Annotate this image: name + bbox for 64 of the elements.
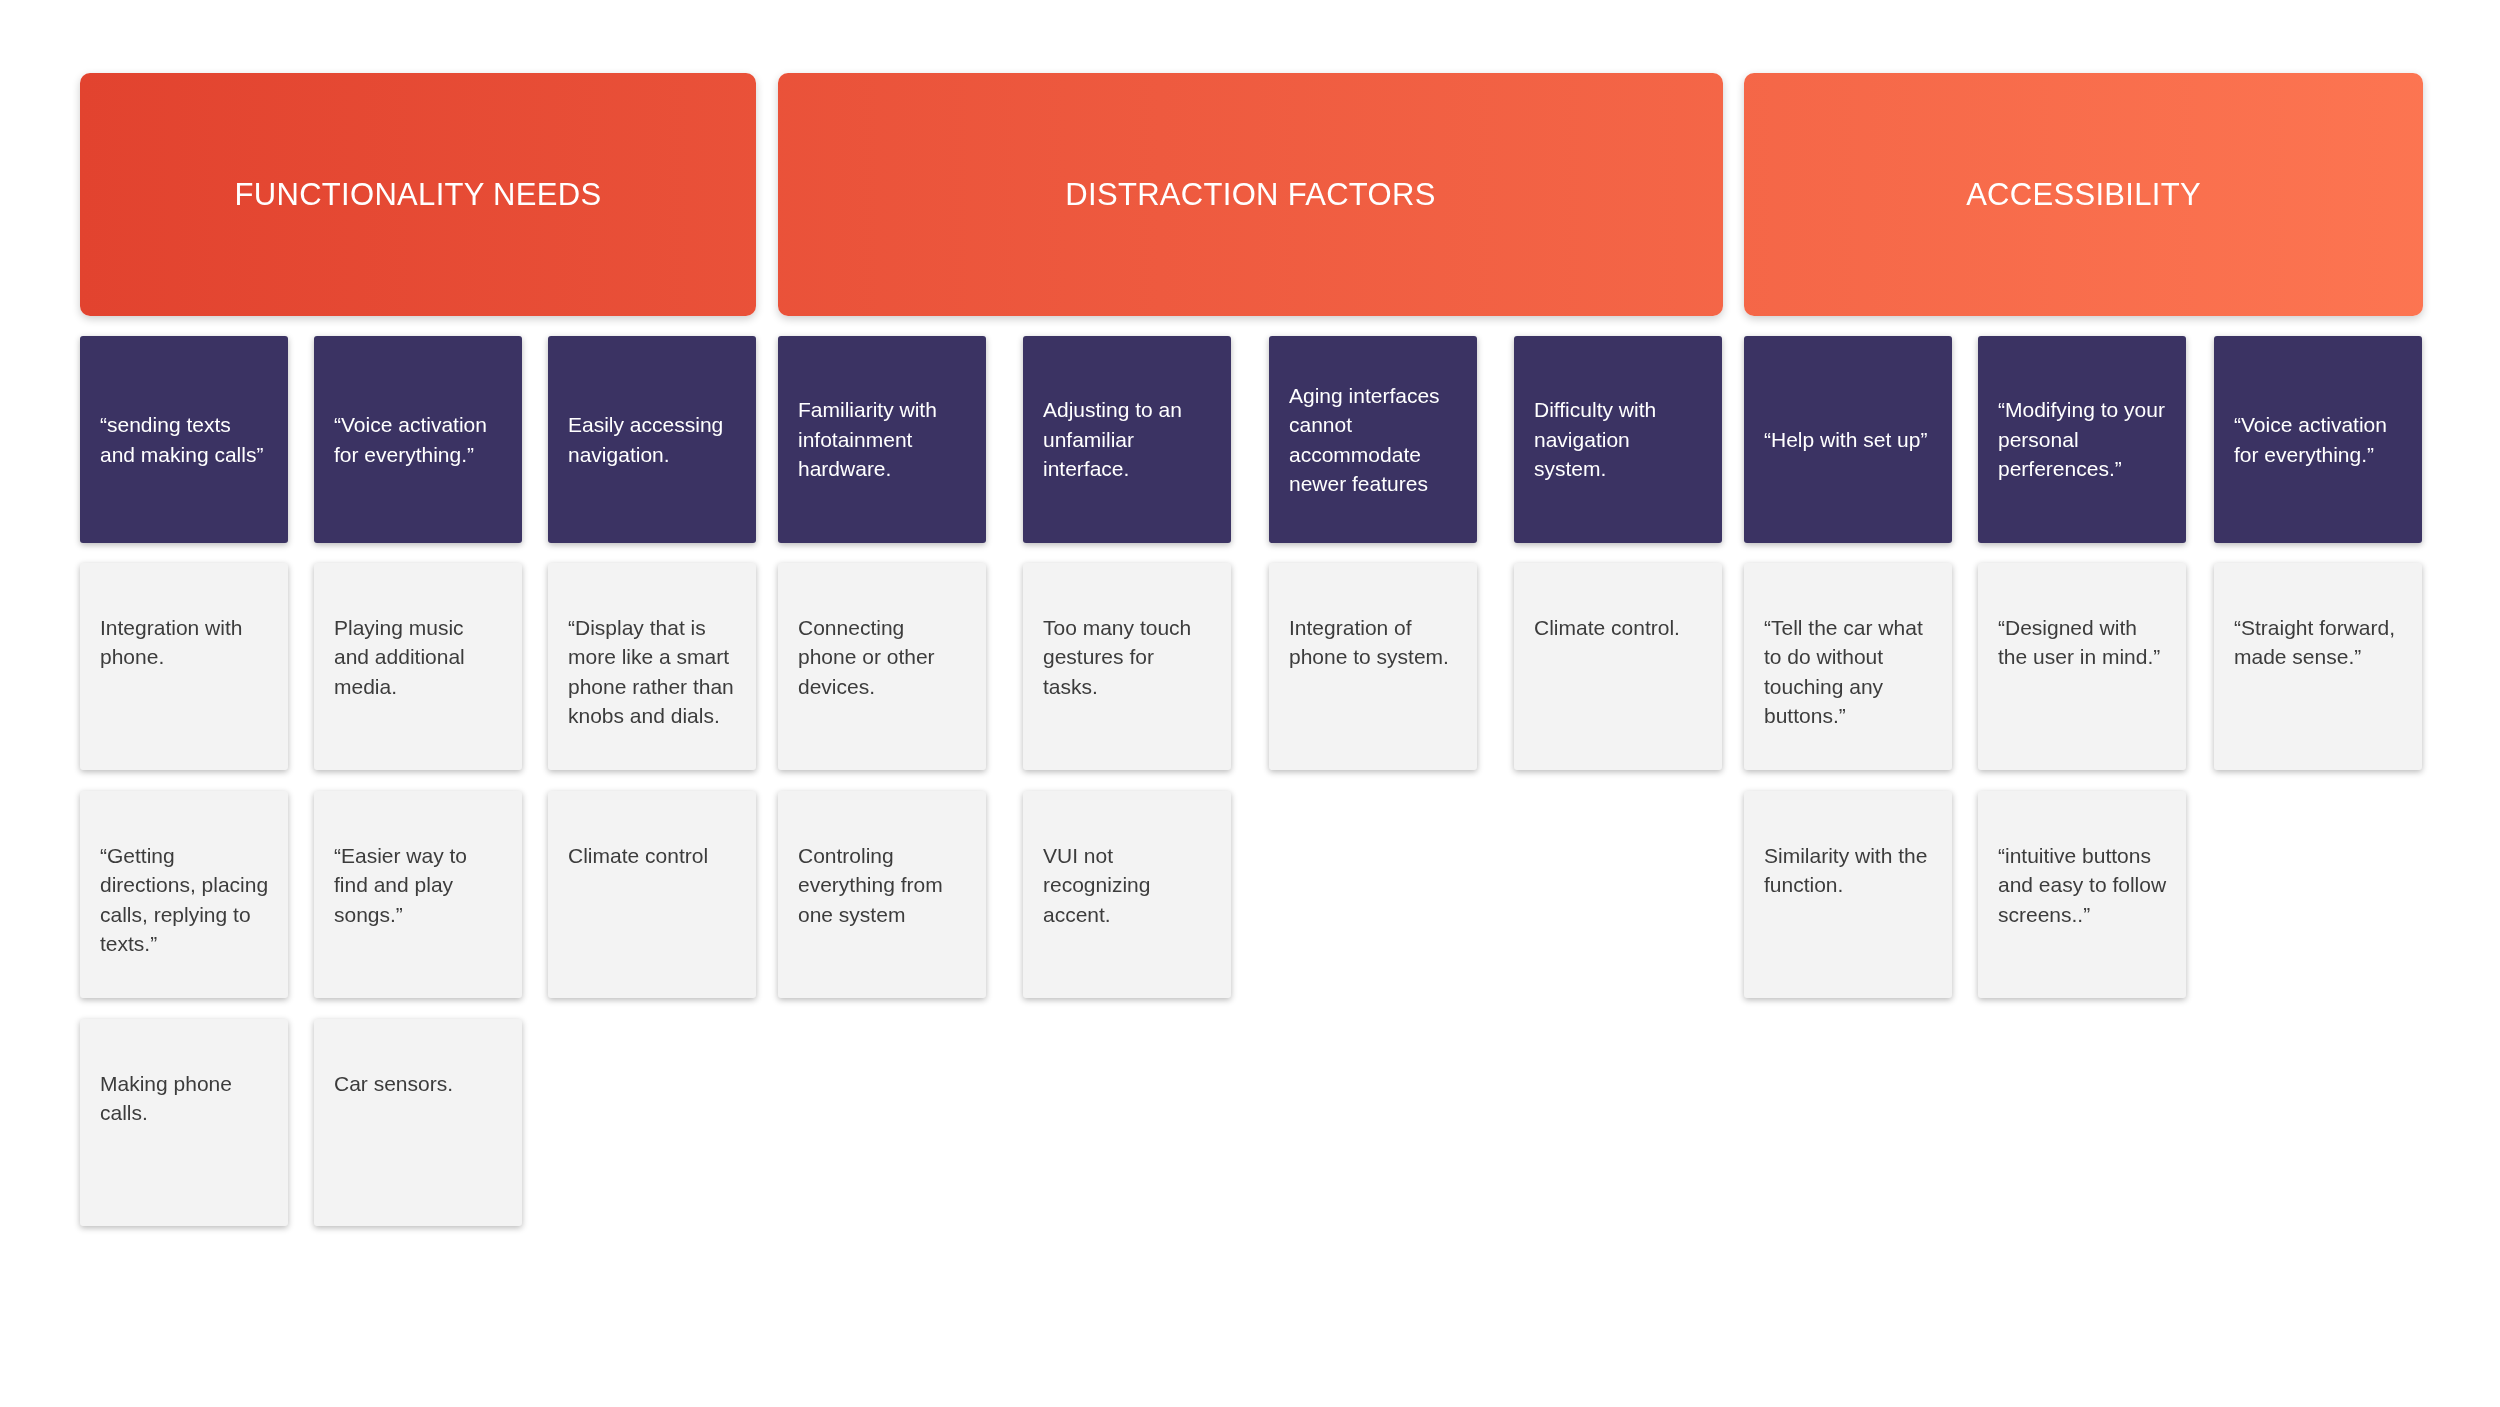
note-text: Aging interfaces cannot accommodate newer features [1289, 382, 1441, 497]
theme-note [80, 336, 288, 543]
sticky-note [1744, 791, 1952, 998]
theme-note [1023, 336, 1231, 543]
note-text: Car sensors. [334, 1071, 454, 1097]
category-header [778, 73, 1723, 316]
sticky-note [1269, 563, 1477, 770]
note-text: “Easier way to find and play songs.” [334, 843, 469, 928]
note-text: Making phone calls. [100, 1071, 233, 1127]
sticky-note [778, 791, 986, 998]
note-text: Too many touch gestures for tasks. [1043, 615, 1193, 700]
note-text: “Voice activation for everything.” [334, 412, 488, 468]
sticky-note [548, 563, 756, 770]
sticky-note [1514, 563, 1722, 770]
note-text: “Display that is more like a smart phone rather than knobs and dials. [568, 615, 735, 730]
note-text: “Getting directions, placing calls, replying to texts.” [100, 843, 270, 958]
note-text: Controling everything from one system [798, 843, 944, 928]
theme-note [1978, 336, 2186, 543]
note-text: “Straight forward, made sense.” [2234, 615, 2397, 671]
note-text: Integration of phone to system. [1289, 615, 1450, 671]
sticky-note [548, 791, 756, 998]
header-title: ACCESSIBILITY [1966, 176, 2201, 213]
note-text: “intuitive buttons and easy to follow screens..” [1998, 843, 2168, 928]
note-text: “Tell the car what to do without touching any buttons.” [1764, 615, 1924, 730]
note-text: Playing music and additional media. [334, 615, 466, 700]
note-text: “Designed with the user in mind.” [1998, 615, 2162, 671]
header-title: FUNCTIONALITY NEEDS [234, 176, 602, 213]
sticky-note [80, 1019, 288, 1226]
sticky-note [1023, 563, 1231, 770]
note-text: “Modifying to your personal perferences.” [1998, 397, 2166, 483]
note-text: Familiarity with infotainment hardware. [798, 397, 938, 483]
theme-note [2214, 336, 2422, 543]
note-text: Difficulty with navigation system. [1534, 397, 1658, 483]
sticky-note [314, 563, 522, 770]
note-text: Connecting phone or other devices. [798, 615, 936, 700]
note-text: VUI not recognizing accent. [1043, 843, 1152, 928]
sticky-note [2214, 563, 2422, 770]
theme-note [1744, 336, 1952, 543]
sticky-note [314, 1019, 522, 1226]
sticky-note [80, 791, 288, 998]
note-text: “Help with set up” [1764, 426, 1928, 453]
note-text: “Voice activation for everything.” [2234, 412, 2388, 468]
sticky-note [778, 563, 986, 770]
sticky-note [1978, 563, 2186, 770]
sticky-note [1978, 791, 2186, 998]
note-text: Climate control. [1534, 615, 1680, 641]
header-title: DISTRACTION FACTORS [1065, 176, 1436, 213]
category-header [80, 73, 756, 316]
note-text: Easily accessing navigation. [568, 412, 725, 468]
theme-note [1269, 336, 1477, 543]
note-text: Adjusting to an unfamiliar interface. [1043, 397, 1183, 483]
theme-note [548, 336, 756, 543]
sticky-note [1023, 791, 1231, 998]
theme-note [778, 336, 986, 543]
sticky-note [1744, 563, 1952, 770]
note-text: Similarity with the function. [1764, 843, 1929, 899]
theme-note [1514, 336, 1722, 543]
note-text: “sending texts and making calls” [100, 412, 265, 468]
sticky-note [314, 791, 522, 998]
note-text: Climate control [568, 843, 709, 869]
note-text: Integration with phone. [100, 615, 244, 671]
category-header [1744, 73, 2423, 316]
sticky-note [80, 563, 288, 770]
theme-note [314, 336, 522, 543]
